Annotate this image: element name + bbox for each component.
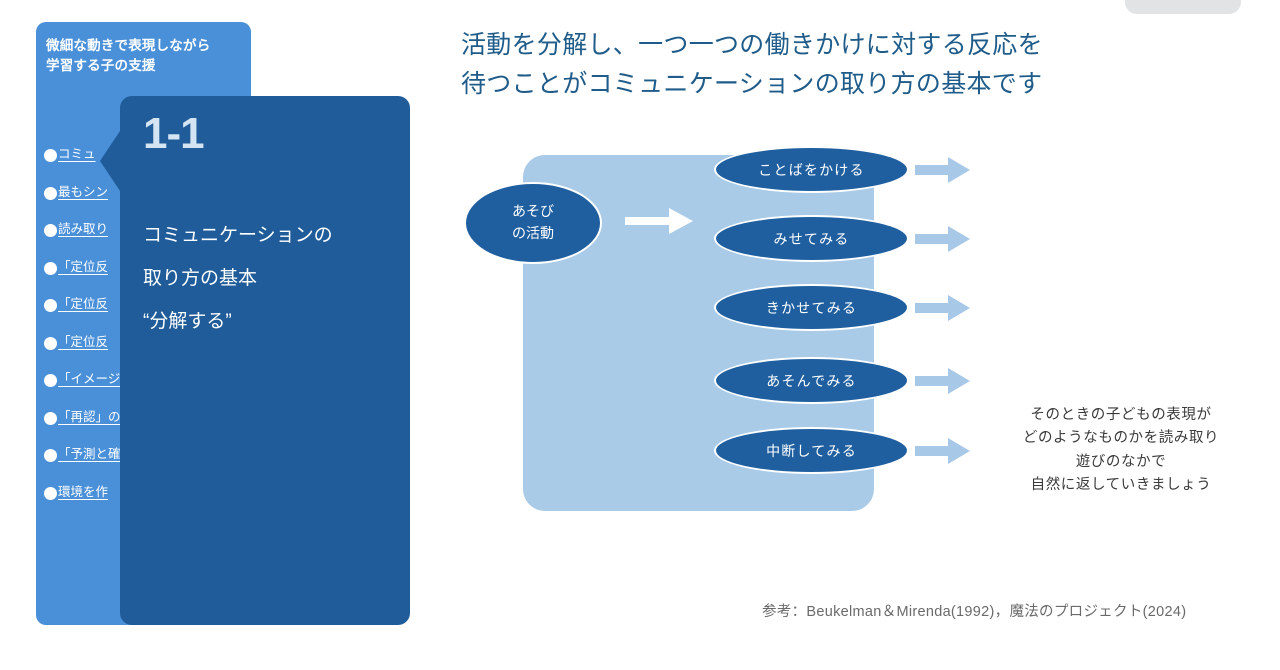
callout-card (120, 96, 410, 625)
action-node-label: 中断してみる (766, 442, 857, 459)
action-out-arrow-icon-2 (915, 295, 970, 321)
bullet-icon (44, 261, 57, 275)
callout-tail-icon (100, 128, 122, 194)
sidebar-list: コミュ最もシン読み取り「定位反「定位反「定位反「イメージ「再認」の「予測と確環境… (44, 147, 251, 524)
sidebar-item-7[interactable]: 「再認」の (44, 409, 251, 449)
bullet-icon (44, 449, 57, 462)
sidebar-item-8[interactable]: 「予測と確 (44, 447, 251, 486)
action-out-arrow-icon-1 (915, 226, 970, 252)
sidebar-item-label: 環境を作 (58, 484, 109, 499)
bullet-icon (44, 149, 57, 162)
action-out-arrow-icon-4 (915, 438, 970, 464)
sidebar-item-label: 「定位反 (58, 259, 109, 274)
action-node-3[interactable]: あそんでみる (714, 357, 909, 404)
page-title-line-1: 活動を分解し、一つ一つの働きかけに対する反応を (461, 31, 1043, 59)
page-title: 活動を分解し、一つ一つの働きかけに対する反応を 待つことがコミュニケーションの取… (461, 26, 1101, 104)
action-node-label: きかせてみる (765, 299, 858, 316)
callout-line-2: “分解する” (143, 310, 232, 332)
sidebar-item-label: 「イメージ (58, 372, 121, 386)
diagram-note-line-2: 遊びのなかで (1075, 453, 1167, 470)
page-title-line-2: 待つことがコミュニケーションの取り方の基本です (461, 69, 1043, 98)
action-node-4[interactable]: 中断してみる (714, 427, 909, 474)
bullet-icon (44, 186, 57, 200)
sidebar-item-label: 読み取り (58, 222, 109, 236)
top-right-chip[interactable] (1125, 0, 1241, 14)
action-out-arrow-icon-3 (915, 368, 970, 394)
bullet-icon (44, 224, 57, 237)
bullet-icon (44, 299, 57, 312)
bullet-icon (44, 374, 57, 387)
sidebar-item-label: 「定位反 (58, 334, 109, 349)
diagram-note-line-1: どのようなものかを読み取り (1022, 430, 1220, 447)
sidebar-item-1[interactable]: 最もシン (44, 184, 251, 224)
sidebar-title: 微細な動きで表現しながら 学習する子の支援 (46, 38, 211, 73)
diagram-note-line-3: 自然に返していきましょう (1030, 477, 1212, 494)
action-node-label: みせてみる (773, 230, 850, 247)
callout-line-1: 取り方の基本 (143, 267, 258, 289)
sidebar-item-5[interactable]: 「定位反 (44, 334, 251, 374)
sidebar-item-6[interactable]: 「イメージ (44, 372, 251, 411)
callout-section-number: 1-1 (143, 109, 205, 158)
callout-body: コミュニケーションの取り方の基本 “分解する” (143, 215, 393, 343)
action-node-1[interactable]: みせてみる (714, 215, 909, 262)
diagram-note-line-0: そのときの子どもの表現が (1030, 407, 1212, 423)
bullet-icon (44, 411, 57, 425)
sidebar-item-3[interactable]: 「定位反 (44, 259, 251, 299)
sidebar-item-label: 「定位反 (58, 297, 109, 311)
source-node-line-2: の活動 (512, 225, 554, 241)
callout-line-0: コミュニケーションの (143, 225, 333, 246)
diagram-note: そのときの子どもの表現がどのようなものかを読み取り遊びのなかで自然に返していきま… (990, 404, 1252, 498)
footer-reference: 参考：Beukelman＆Mirenda(1992)，魔法のプロジェクト(202… (762, 604, 1187, 620)
sidebar-item-0[interactable]: コミュ (44, 147, 251, 186)
action-out-arrow-icon-0 (915, 157, 970, 183)
sidebar-item-4[interactable]: 「定位反 (44, 297, 251, 336)
action-node-label: ことばをかける (758, 161, 865, 178)
action-node-label: あそんでみる (766, 372, 857, 389)
sidebar-item-label: 「再認」の (58, 409, 121, 424)
sidebar-item-label: コミュ (58, 147, 96, 161)
sidebar-item-label: 「予測と確 (58, 447, 121, 461)
bullet-icon (44, 486, 57, 500)
diagram-source-node: あそび の活動 (464, 182, 602, 264)
flow-right-arrow-icon (625, 208, 693, 234)
bullet-icon (44, 336, 57, 350)
sidebar-item-label: 最もシン (58, 184, 109, 199)
action-node-2[interactable]: きかせてみる (714, 284, 909, 331)
action-node-0[interactable]: ことばをかける (714, 146, 909, 193)
sidebar-item-2[interactable]: 読み取り (44, 222, 251, 261)
source-node-line-1: あそび (512, 203, 554, 220)
sidebar-item-9[interactable]: 環境を作 (44, 484, 251, 524)
